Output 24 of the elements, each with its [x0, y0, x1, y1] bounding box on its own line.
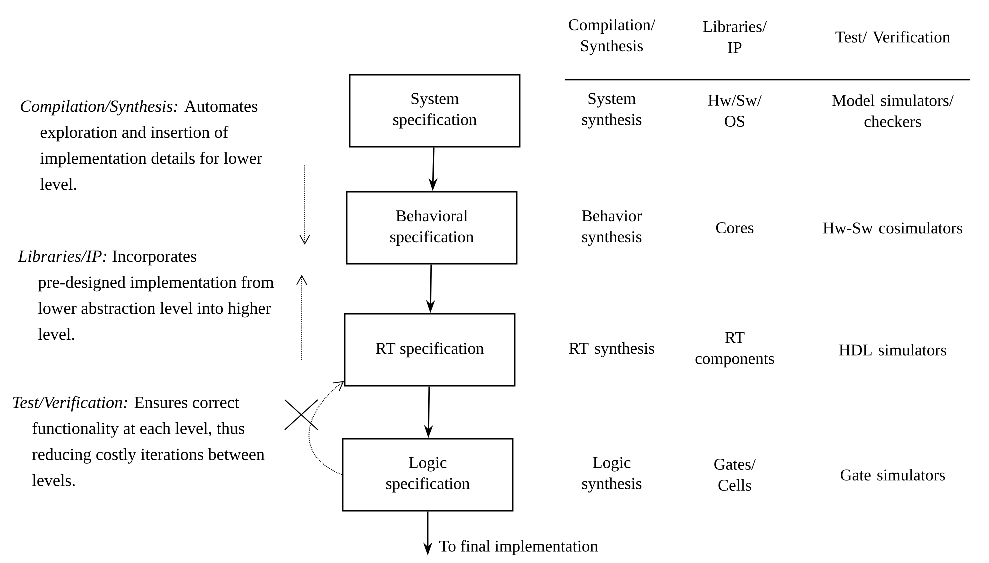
- table-cell: RT components: [696, 332, 774, 368]
- table-cell: Hw/Sw/ OS: [708, 94, 762, 128]
- arrow: [308, 381, 344, 476]
- process-box: Behavioral specification: [346, 191, 518, 265]
- table-cell: Behavior synthesis: [582, 210, 642, 246]
- annotation-text: Test/Verification: Ensures correct functionality at each level, thus reducing costly iterations between levels.: [13, 396, 265, 486]
- column-header: Compilation/ Synthesis: [569, 19, 656, 55]
- process-box: Logic specification: [342, 438, 514, 512]
- table-cell: Cores: [716, 222, 754, 234]
- table-cell: Gates/ Cells: [714, 458, 756, 492]
- column-header: Test/ Verification: [836, 31, 950, 43]
- table-cell: Gate simulators: [840, 469, 946, 481]
- table-cell: Model simulators/ checkers: [832, 94, 954, 128]
- annotation-text: Libraries/IP: Incorporates pre-designed implementation from lower abstraction level into higher level.: [18, 250, 274, 340]
- table-cell: Hw-Sw cosimulators: [823, 222, 963, 234]
- table-cell: Logic synthesis: [582, 457, 642, 493]
- edge-label: To final implementation: [440, 540, 598, 556]
- table-cell: RT synthesis: [569, 342, 654, 358]
- table-cell: System synthesis: [582, 93, 642, 129]
- process-box: RT specification: [344, 313, 516, 387]
- table-cell: HDL simulators: [839, 344, 946, 356]
- column-header: Libraries/ IP: [703, 20, 768, 54]
- annotation-text: Compilation/Synthesis: Automates exploration and insertion of implementation details for lower level.: [21, 100, 262, 190]
- process-box: System specification: [349, 74, 521, 148]
